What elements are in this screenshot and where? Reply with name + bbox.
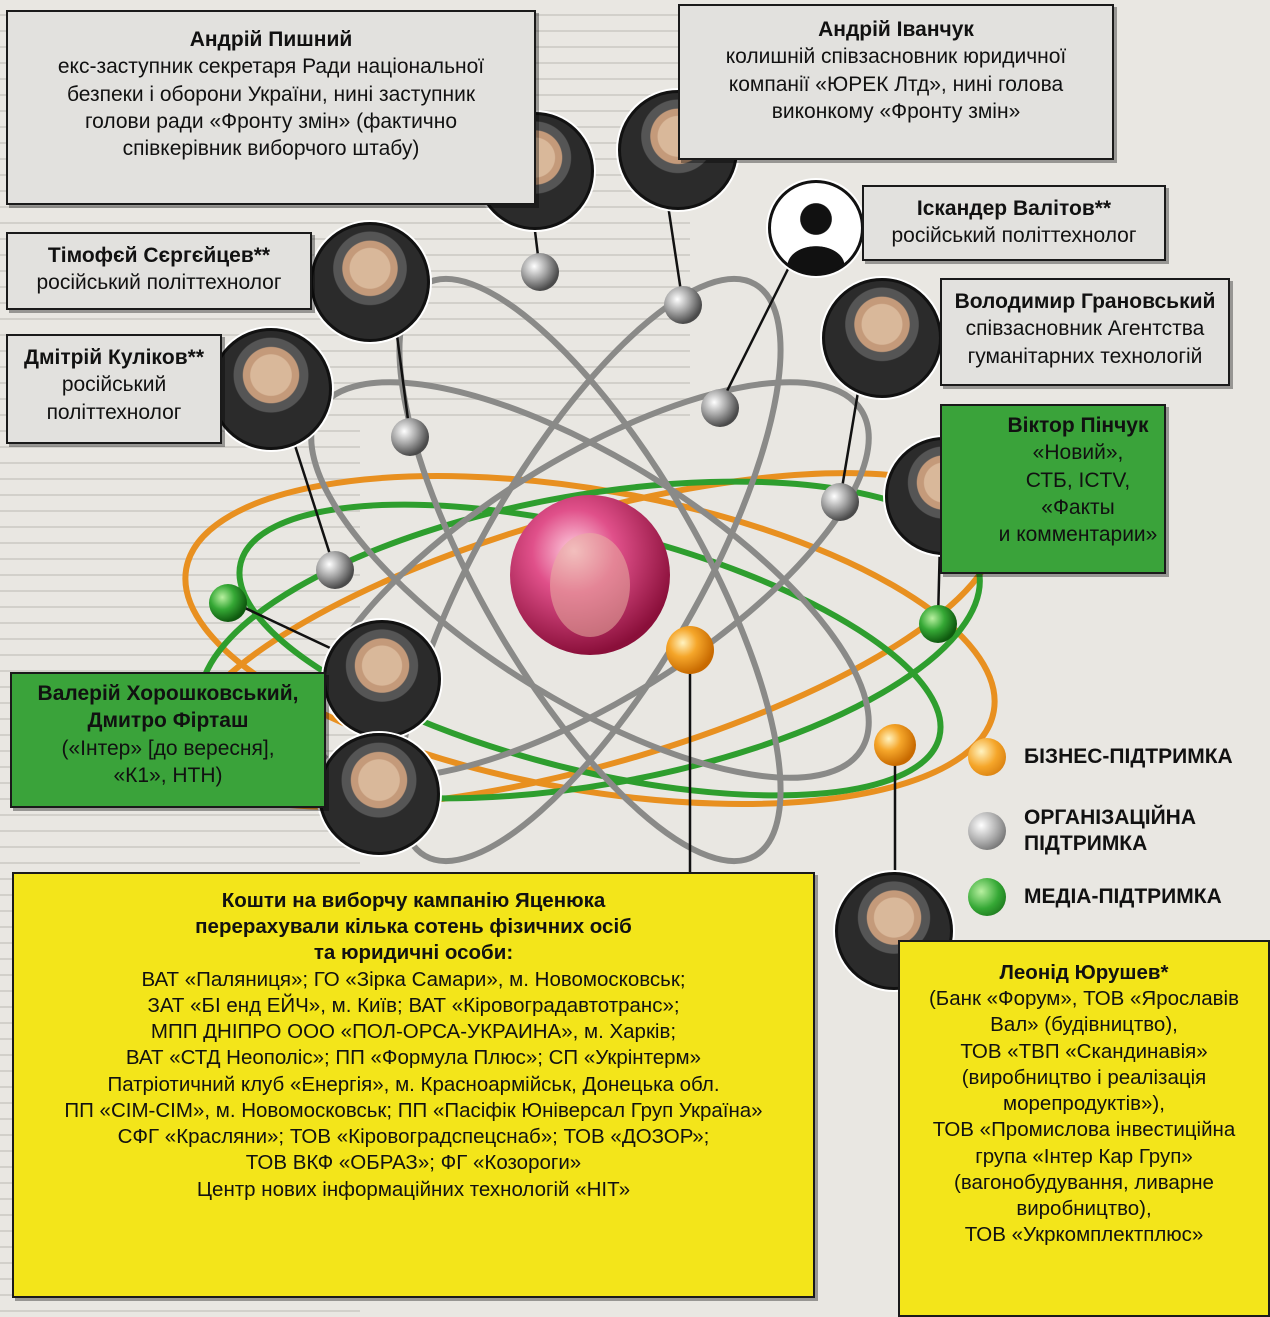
electron-green-pinchuk (919, 605, 957, 643)
legend-media-text: МЕДІА-ПІДТРИМКА (1024, 884, 1222, 908)
card-kulikov: Дмітрій Кулікoв** російський політтехнол… (6, 334, 222, 444)
pyshnyi-desc-line: екс-заступник секретаря Ради національно… (57, 55, 485, 79)
photo-kulikov (210, 328, 332, 450)
ivanchuk-desc-line: компанії «ЮРЕК Лтд», нині голова (728, 72, 1064, 96)
pinchuk-desc-line: и комментарии» (998, 523, 1158, 547)
ivanchuk-desc-line: колишній співзасновник юридичної (725, 45, 1067, 69)
ivanchuk-desc-line: виконкому «Фронту змін» (771, 99, 1021, 123)
electron-orange-yurushev (874, 724, 916, 766)
pyshnyi-desc-line: безпеки і оборони України, нині заступни… (66, 82, 476, 106)
funds-line: Центр нових інформаційних технологій «НІ… (196, 1177, 631, 1201)
firtash-name: Дмитро Фірташ (87, 709, 249, 733)
khoroshkovsky-desc-line: («Інтер» [до вересня], (61, 736, 275, 760)
funds-title-line: Кошти на виборчу кампанію Яценюка (221, 889, 606, 912)
connector-granovsky (838, 379, 862, 501)
funds-line: СФГ «Красляни»; ТОВ «Кіровоградспецснаб»… (117, 1125, 710, 1149)
yurushev-desc-line: виробництво), (1016, 1197, 1152, 1221)
granovsky-desc-line: гуманітарних технологій (967, 344, 1203, 368)
pinchuk-name: Віктор Пінчук (1007, 414, 1149, 437)
valitov-name: Іскандер Валітов** (916, 197, 1112, 220)
legend-media-label: МЕДІА-ПІДТРИМКА (1024, 884, 1222, 910)
yurushev-desc-line: Вал» (будівництво), (990, 1013, 1178, 1037)
legend-organizational-text: ПІДТРИМКА (1024, 832, 1148, 856)
pinchuk-desc-line: «Факты (1041, 495, 1115, 519)
connector-khoroshkovsky (227, 598, 346, 657)
sergeitsev-name: Тімофєй Сєргєйцев** (47, 244, 271, 267)
electron-gray-pyshnyi (521, 253, 559, 291)
funds-line: ВАТ «Паляниця»; ГО «Зірка Самари», м. Но… (141, 967, 686, 991)
granovsky-desc-line: співзасновник Агентства (965, 317, 1205, 341)
legend-media: МЕДІА-ПІДТРИМКА (968, 878, 1222, 916)
orbit-gray-2 (396, 275, 784, 865)
gray-sphere-icon (968, 812, 1006, 851)
photo-yurushev (835, 872, 953, 990)
pyshnyi-name: Андрій Пишний (189, 28, 353, 51)
electron-gray-valitov (701, 389, 739, 427)
card-khoroshkovsky-firtash: Валерій Хорошковський, Дмитро Фірташ («І… (10, 672, 326, 808)
card-ivanchuk: Андрій Іванчук колишній співзасновник юр… (678, 4, 1114, 160)
funds-line: МПП ДНІПРО ООО «ПОЛ-ОРСА-УКРАИНА», м. Ха… (150, 1020, 677, 1044)
card-granovsky: Володимир Грановський співзасновник Аген… (940, 278, 1230, 386)
funds-line: ЗАТ «БІ енд ЕЙЧ», м. Київ; ВАТ «Кіровогр… (147, 993, 680, 1017)
photo-valitov-silhouette (768, 180, 864, 276)
funds-line: ВАТ «СТД Неополіс»; ПП «Формула Плюс»; С… (125, 1046, 702, 1070)
yurushev-desc-line: група «Інтер Кар Груп» (975, 1144, 1193, 1168)
yurushev-desc-line: (вагонобудування, ливарне (954, 1170, 1214, 1194)
granovsky-name: Володимир Грановський (954, 290, 1216, 313)
photo-khoroshkovsky (323, 620, 441, 738)
valitov-desc-line: російський політтехнолог (891, 224, 1137, 248)
card-sergeitsev: Тімофєй Сєргєйцев** російський політтехн… (6, 232, 312, 310)
funds-title-line: перерахували кілька сотень фізичних осіб (195, 915, 632, 939)
orange-sphere-icon (968, 738, 1006, 776)
card-pinchuk: Віктор Пінчук «Новий», СТБ, ICTV, «Факты… (940, 404, 1166, 574)
ivanchuk-name: Андрій Іванчук (818, 18, 974, 41)
legend-business: БІЗНЕС-ПІДТРИМКА (968, 738, 1233, 776)
yurushev-desc-line: морепродуктів»), (1003, 1092, 1165, 1116)
card-pyshnyi: Андрій Пишний екс-заступник секретаря Ра… (6, 10, 536, 205)
yurushev-desc-line: (Банк «Форум», ТОВ «Ярославів (928, 987, 1239, 1011)
photo-granovsky (822, 278, 942, 398)
funds-line: ПП «СІМ-СІМ», м. Новомосковськ; ПП «Пасі… (64, 1098, 763, 1122)
yurushev-desc-line: (виробництво і реалізація (961, 1065, 1207, 1089)
pinchuk-desc-line: СТБ, ICTV, (1025, 468, 1131, 492)
kulikov-desc-line: політтехнолог (46, 400, 182, 424)
funds-line: Патріотичний клуб «Енергія», м. Красноар… (107, 1072, 720, 1096)
yurushev-desc-line: ТОВ «Укркомплектплюс» (964, 1223, 1204, 1247)
electron-gray-kulikov (316, 551, 354, 589)
electron-green-media1 (209, 584, 247, 622)
pinchuk-desc-line: «Новий», (1032, 441, 1124, 465)
electron-gray-ivanchuk (664, 286, 702, 324)
yurushev-desc-line: ТОВ «Промислова інвестиційна (932, 1118, 1236, 1142)
legend-business-text: БІЗНЕС-ПІДТРИМКА (1024, 744, 1233, 768)
kulikov-desc-line: російський (61, 373, 167, 397)
card-funds: Кошти на виборчу кампанію Яценюка перера… (12, 872, 815, 1298)
legend-organizational-label: ОРГАНІЗАЦІЙНА ПІДТРИМКА (1024, 805, 1196, 858)
khoroshkovsky-name: Валерій Хорошковський, (37, 682, 299, 705)
electron-gray-sergeitsev (391, 418, 429, 456)
electron-gray-granovsky (821, 483, 859, 521)
connector-sergeitsev (393, 319, 412, 436)
legend-business-label: БІЗНЕС-ПІДТРИМКА (1024, 744, 1233, 770)
khoroshkovsky-desc-line: «К1», НТН) (113, 763, 223, 787)
electrons (209, 253, 957, 766)
card-valitov: Іскандер Валітов** російський політтехно… (862, 185, 1166, 261)
pyshnyi-desc-line: голови ради «Фронту змін» (фактично (84, 109, 458, 133)
connector-valitov (718, 254, 797, 406)
yurushev-name: Леонід Юрушев* (999, 961, 1169, 984)
legend-organizational: ОРГАНІЗАЦІЙНА ПІДТРИМКА (968, 805, 1196, 858)
yurushev-desc-line: ТОВ «ТВП «Скандинавія» (960, 1039, 1208, 1063)
photo-sergeitsev (310, 222, 430, 342)
connector-kulikov (288, 429, 337, 571)
kulikov-name: Дмітрій Кулікoв** (23, 346, 204, 369)
funds-title-line: та юридичні особи: (313, 941, 514, 965)
funds-line: ТОВ ВКФ «ОБРАЗ»; ФГ «Козороги» (245, 1151, 582, 1175)
legend-organizational-text: ОРГАНІЗАЦІЙНА (1024, 806, 1197, 829)
pyshnyi-desc-line: співкерівник виборчого штабу) (122, 137, 420, 161)
sergeitsev-desc-line: російський політтехнолог (36, 271, 282, 295)
green-sphere-icon (968, 878, 1006, 916)
electron-orange-funds (666, 626, 714, 674)
card-yurushev: Леонід Юрушев* (Банк «Форум», ТОВ «Яросл… (898, 940, 1270, 1317)
photo-firtash (318, 733, 440, 855)
nucleus-face (550, 533, 630, 637)
